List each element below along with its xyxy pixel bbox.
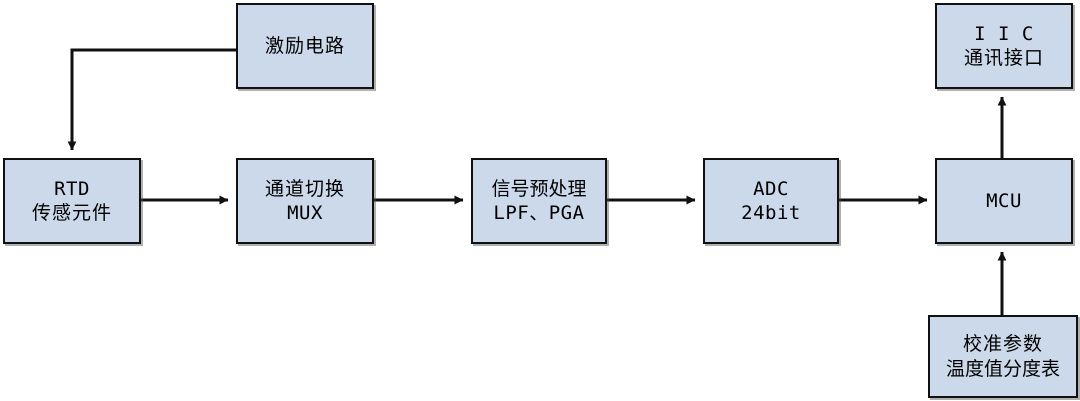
block-rtd-sensor-line-2: 传感元件: [31, 202, 112, 224]
block-mcu-line-1: MCU: [986, 189, 1022, 212]
block-rtd-sensor-line-1: RTD: [54, 177, 90, 200]
block-signal-preprocessing-line-1: 信号预处理: [491, 177, 587, 200]
block-channel-mux-line-2: MUX: [287, 202, 323, 224]
block-channel-mux[interactable]: 通道切换 MUX: [236, 158, 374, 244]
block-excitation-circuit-line-1: 激励电路: [264, 34, 345, 57]
connector-excitation-to-rtd: [67, 48, 236, 151]
block-signal-preprocessing-line-2: LPF、PGA: [493, 202, 585, 224]
block-excitation-circuit[interactable]: 激励电路: [236, 3, 374, 89]
block-adc-line-1: ADC: [753, 177, 789, 200]
block-iic-interface-line-2: 通讯接口: [963, 47, 1044, 69]
block-channel-mux-line-1: 通道切换: [264, 177, 345, 200]
block-iic-interface-line-1: I I C: [974, 22, 1034, 45]
block-calibration-parameters-line-2: 温度值分度表: [945, 357, 1060, 380]
block-signal-preprocessing[interactable]: 信号预处理 LPF、PGA: [471, 158, 607, 244]
block-adc-line-2: 24bit: [741, 202, 801, 224]
block-mcu[interactable]: MCU: [935, 158, 1073, 244]
block-calibration-parameters[interactable]: 校准参数 温度值分度表: [928, 315, 1078, 398]
block-iic-interface[interactable]: I I C 通讯接口: [935, 3, 1073, 89]
block-calibration-parameters-line-1: 校准参数: [962, 333, 1043, 356]
block-adc[interactable]: ADC 24bit: [703, 158, 839, 244]
block-rtd-sensor[interactable]: RTD 传感元件: [3, 158, 141, 244]
